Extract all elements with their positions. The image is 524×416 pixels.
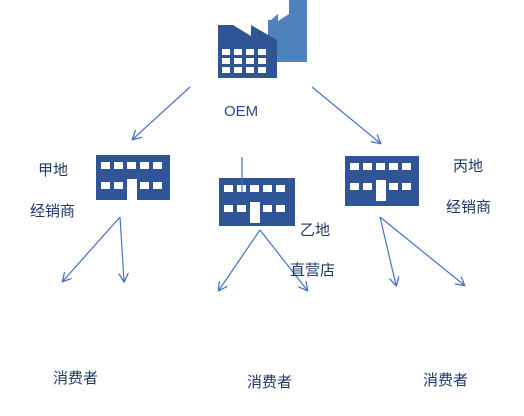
consumer-label-1: 消费者 [53, 369, 99, 387]
window-pane [350, 163, 359, 170]
window-pane [246, 58, 254, 64]
window-pane [127, 162, 136, 169]
window-pane [376, 163, 385, 170]
window-pane [234, 58, 242, 64]
window-pane [222, 58, 230, 64]
consumer-label-3: 消费者 [423, 371, 469, 389]
window-pane [224, 185, 233, 192]
window-pane [250, 202, 260, 223]
window-pane [222, 67, 230, 73]
window-pane [222, 49, 230, 55]
arrow-direct-store-consumer-2 [259, 229, 307, 290]
window-pane [258, 67, 266, 73]
window-pane [263, 205, 272, 212]
window-pane [234, 49, 242, 55]
window-pane [402, 183, 411, 190]
window-pane [258, 49, 266, 55]
oem-label: OEM [224, 103, 259, 120]
window-pane [237, 205, 246, 212]
window-pane [153, 182, 162, 189]
window-pane [363, 183, 372, 190]
direct-store-region-label: 乙地 [300, 221, 331, 239]
factory-icon [218, 0, 307, 78]
window-pane [153, 162, 162, 169]
distributor-a-building-icon [96, 155, 170, 200]
window-pane [363, 163, 372, 170]
window-pane [101, 182, 110, 189]
window-pane [258, 58, 266, 64]
window-pane [234, 67, 242, 73]
distributor-c-building-icon [345, 156, 419, 206]
window-pane [246, 67, 254, 73]
window-pane [140, 182, 149, 189]
window-pane [114, 162, 123, 169]
direct-store-building-icon [219, 178, 295, 226]
direct-store-role-label: 直营店 [290, 261, 336, 279]
arrow-oem-to-distributor-a [133, 86, 191, 139]
arrow-distributor-c-consumer-1 [379, 216, 396, 285]
arrow-direct-store-consumer-1 [219, 229, 261, 290]
window-pane [389, 163, 398, 170]
window-pane [350, 183, 359, 190]
window-pane [246, 49, 254, 55]
arrow-distributor-a-consumer-2 [120, 216, 124, 281]
window-pane [140, 162, 149, 169]
arrow-distributor-c-consumer-2 [379, 216, 464, 285]
arrow-distributor-a-consumer-1 [63, 216, 121, 281]
window-pane [402, 163, 411, 170]
window-pane [376, 180, 386, 201]
window-pane [276, 185, 285, 192]
window-pane [250, 185, 259, 192]
window-pane [263, 185, 272, 192]
distributor-a-role-label: 经销商 [30, 202, 76, 220]
consumer-label-2: 消费者 [247, 373, 293, 391]
window-pane [389, 183, 398, 190]
window-pane [276, 205, 285, 212]
distributor-c-region-label: 丙地 [453, 157, 484, 175]
window-pane [127, 179, 137, 200]
distributor-a-region-label: 甲地 [38, 161, 69, 179]
window-pane [114, 182, 123, 189]
window-pane [101, 162, 110, 169]
distributor-c-role-label: 经销商 [446, 198, 492, 216]
arrow-oem-to-distributor-c [311, 86, 380, 143]
window-pane [224, 205, 233, 212]
